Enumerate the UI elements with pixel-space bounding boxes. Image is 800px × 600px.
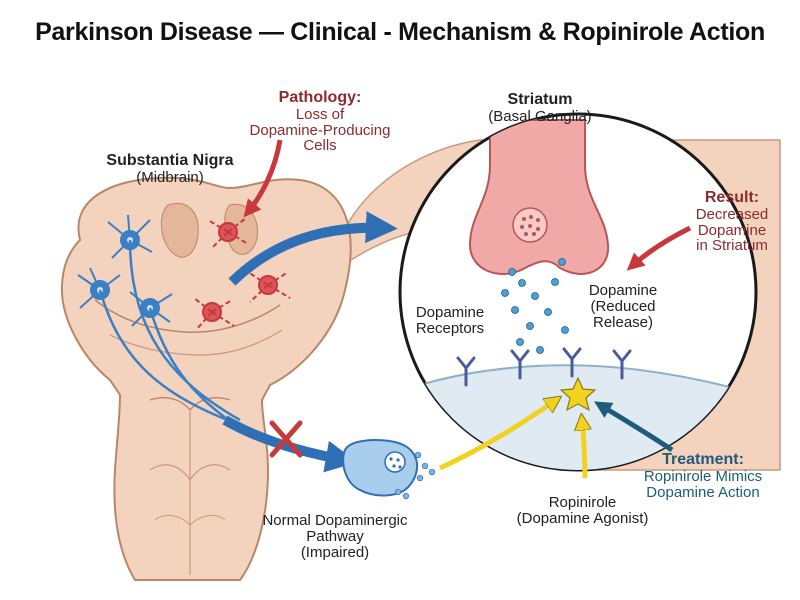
normal-pathway-label: Normal Dopaminergic Pathway (Impaired) bbox=[262, 512, 408, 561]
agonist-arrows bbox=[438, 400, 585, 479]
treatment-arrow bbox=[593, 401, 674, 453]
impaired-terminal bbox=[342, 439, 436, 500]
blocked-x-icon bbox=[269, 420, 303, 458]
nigrostriatal-arrow bbox=[228, 211, 398, 286]
substantia-nigra-label: Substantia Nigra (Midbrain) bbox=[106, 152, 234, 186]
pathology-label: Pathology: Loss of Dopamine-Producing Ce… bbox=[249, 89, 391, 155]
dopamine-reduced-label: Dopamine (Reduced Release) bbox=[588, 282, 658, 331]
page-title: Parkinson Disease — Clinical - Mechanism… bbox=[35, 18, 765, 46]
pathology-arrow bbox=[243, 139, 283, 218]
result-arrow bbox=[626, 225, 692, 271]
dopamine-receptors-label: Dopamine Receptors bbox=[415, 304, 485, 337]
ropinirole-star-icon bbox=[559, 376, 597, 412]
striatum-label: Striatum (Basal Ganglia) bbox=[488, 91, 592, 125]
dopamine-molecules bbox=[501, 258, 569, 354]
presynaptic-terminal bbox=[468, 119, 610, 275]
damaged-neuron-icon bbox=[193, 217, 291, 331]
dopamine-receptor-icon bbox=[456, 347, 632, 387]
axon-bundle bbox=[98, 239, 241, 430]
ropinirole-label: Ropinirole (Dopamine Agonist) bbox=[516, 494, 649, 527]
result-label: Result: Decreased Dopamine in Striatum bbox=[695, 189, 769, 255]
treatment-label: Treatment: Ropinirole Mimics Dopamine Ac… bbox=[643, 451, 763, 501]
